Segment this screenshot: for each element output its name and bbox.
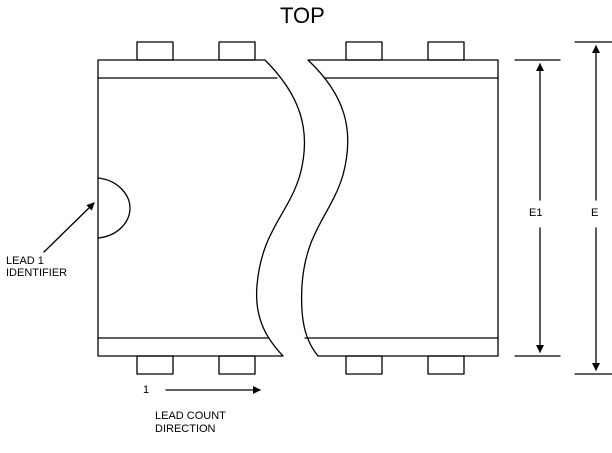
e1-dimension-label: E1 xyxy=(529,207,543,219)
package-body-left xyxy=(97,59,306,357)
lead-1-label-line1: LEAD 1 xyxy=(6,255,44,267)
lead-count-start-label: 1 xyxy=(143,384,150,396)
lead-1-label-line2: IDENTIFIER xyxy=(6,267,68,279)
e-dimension-label: E xyxy=(591,207,599,219)
bottom-lead xyxy=(136,355,174,375)
bottom-lead xyxy=(218,355,256,375)
bottom-lead xyxy=(427,355,465,375)
lead-count-direction-label-line2: DIRECTION xyxy=(155,423,216,435)
top-lead xyxy=(136,41,174,61)
top-lead xyxy=(218,41,256,61)
lead-1-pointer-arrow xyxy=(43,202,95,253)
diagram-title: TOP xyxy=(280,3,325,28)
lead-1-notch xyxy=(97,177,131,239)
lead-count-direction-label-line1: LEAD COUNT xyxy=(155,410,226,422)
top-lead xyxy=(345,41,383,61)
package-body-right xyxy=(300,59,499,357)
top-lead xyxy=(427,41,465,61)
bottom-lead xyxy=(345,355,383,375)
